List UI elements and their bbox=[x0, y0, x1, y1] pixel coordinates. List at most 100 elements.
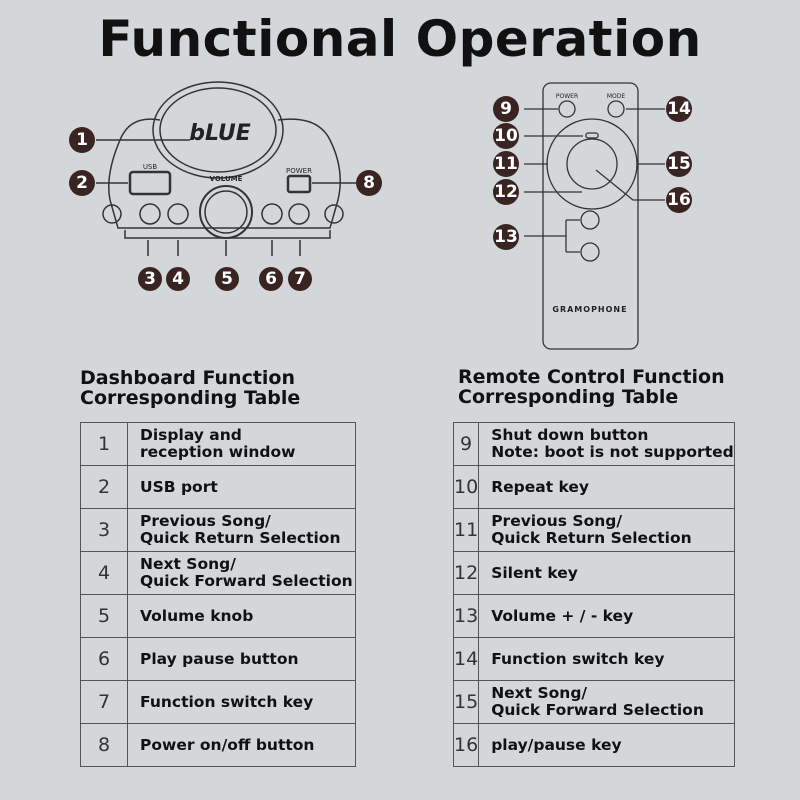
row-description: Power on/off button bbox=[127, 723, 356, 767]
row-number: 16 bbox=[452, 723, 480, 767]
callout-2: 2 bbox=[69, 170, 95, 196]
row-description: Next Song/Quick Forward Selection bbox=[127, 551, 356, 595]
svg-text:12: 12 bbox=[494, 182, 518, 202]
description-line: play/pause key bbox=[491, 735, 622, 754]
description-line: Shut down button bbox=[491, 426, 649, 444]
description-line: Repeat key bbox=[491, 477, 590, 496]
row-description: Function switch key bbox=[478, 637, 735, 681]
callout-11: 11 bbox=[493, 151, 519, 177]
description-line: Quick Forward Selection bbox=[491, 701, 704, 719]
description-line: Previous Song/ bbox=[491, 512, 623, 530]
svg-text:1: 1 bbox=[76, 130, 88, 150]
remote-brand: GRAMOPHONE bbox=[552, 305, 627, 314]
dashboard-callouts: 1 2 3 4 5 6 7 8 bbox=[69, 127, 382, 291]
callout-16: 16 bbox=[666, 187, 692, 213]
svg-text:15: 15 bbox=[667, 154, 691, 174]
row-number: 6 bbox=[80, 637, 128, 681]
svg-text:2: 2 bbox=[76, 173, 88, 193]
callout-10: 10 bbox=[493, 123, 519, 149]
description-line: reception window bbox=[140, 443, 296, 461]
row-number: 15 bbox=[452, 680, 480, 724]
description-line: Previous Song/ bbox=[140, 512, 271, 530]
row-description: Silent key bbox=[478, 551, 735, 595]
svg-text:10: 10 bbox=[494, 126, 518, 146]
remote-mode-label: MODE bbox=[607, 93, 626, 100]
svg-text:16: 16 bbox=[667, 190, 691, 210]
row-description: Volume + / - key bbox=[478, 594, 735, 638]
remote-power-label: POWER bbox=[556, 93, 578, 100]
description-line: Note: boot is not supported bbox=[491, 443, 734, 461]
description-line: Silent key bbox=[491, 563, 578, 582]
callout-9: 9 bbox=[493, 96, 519, 122]
row-number: 8 bbox=[80, 723, 128, 767]
callout-12: 12 bbox=[493, 179, 519, 205]
remote-callouts: 9 10 11 12 13 14 15 16 bbox=[493, 96, 692, 250]
row-description: Play pause button bbox=[127, 637, 356, 681]
callout-8: 8 bbox=[356, 170, 382, 196]
table-row: 7 Function switch key bbox=[80, 680, 356, 724]
row-number: 2 bbox=[80, 465, 128, 509]
row-number: 5 bbox=[80, 594, 128, 638]
svg-text:8: 8 bbox=[363, 173, 375, 193]
remote-illustration bbox=[524, 82, 665, 350]
table-row: 2 USB port bbox=[80, 465, 356, 509]
callout-7: 7 bbox=[288, 267, 312, 291]
callout-14: 14 bbox=[666, 96, 692, 122]
row-number: 11 bbox=[452, 508, 480, 552]
callout-3: 3 bbox=[138, 267, 162, 291]
row-description: USB port bbox=[127, 465, 356, 509]
row-description: Volume knob bbox=[127, 594, 356, 638]
svg-text:7: 7 bbox=[294, 269, 306, 289]
dashboard-illustration bbox=[96, 81, 356, 256]
table-row: 8 Power on/off button bbox=[80, 723, 356, 767]
row-description: play/pause key bbox=[478, 723, 735, 767]
row-description: Previous Song/Quick Return Selection bbox=[478, 508, 735, 552]
description-line: Next Song/ bbox=[140, 555, 236, 573]
row-number: 7 bbox=[80, 680, 128, 724]
svg-text:3: 3 bbox=[144, 269, 156, 289]
row-description: Repeat key bbox=[478, 465, 735, 509]
description-line: Next Song/ bbox=[491, 684, 588, 702]
svg-text:14: 14 bbox=[667, 99, 691, 119]
callout-6: 6 bbox=[259, 267, 283, 291]
description-line: Quick Return Selection bbox=[491, 529, 692, 547]
callout-13: 13 bbox=[493, 224, 519, 250]
row-description: Next Song/Quick Forward Selection bbox=[478, 680, 735, 724]
row-number: 3 bbox=[80, 508, 128, 552]
row-number: 9 bbox=[452, 422, 480, 466]
svg-text:11: 11 bbox=[494, 154, 518, 174]
svg-text:4: 4 bbox=[172, 269, 184, 289]
svg-text:13: 13 bbox=[494, 227, 518, 247]
description-line: Volume + / - key bbox=[491, 606, 634, 625]
svg-text:6: 6 bbox=[265, 269, 277, 289]
row-number: 4 bbox=[80, 551, 128, 595]
table-row: 16 play/pause key bbox=[452, 723, 735, 767]
description-line: Function switch key bbox=[491, 649, 665, 668]
page-title: Functional Operation bbox=[98, 10, 702, 68]
callout-4: 4 bbox=[166, 267, 190, 291]
svg-text:9: 9 bbox=[500, 99, 512, 119]
description-line: Power on/off button bbox=[140, 735, 315, 754]
row-number: 1 bbox=[80, 422, 128, 466]
description-line: USB port bbox=[140, 477, 218, 496]
description-line: Quick Forward Selection bbox=[140, 572, 353, 590]
power-label: POWER bbox=[286, 167, 312, 175]
description-line: Function switch key bbox=[140, 692, 314, 711]
callout-15: 15 bbox=[666, 151, 692, 177]
